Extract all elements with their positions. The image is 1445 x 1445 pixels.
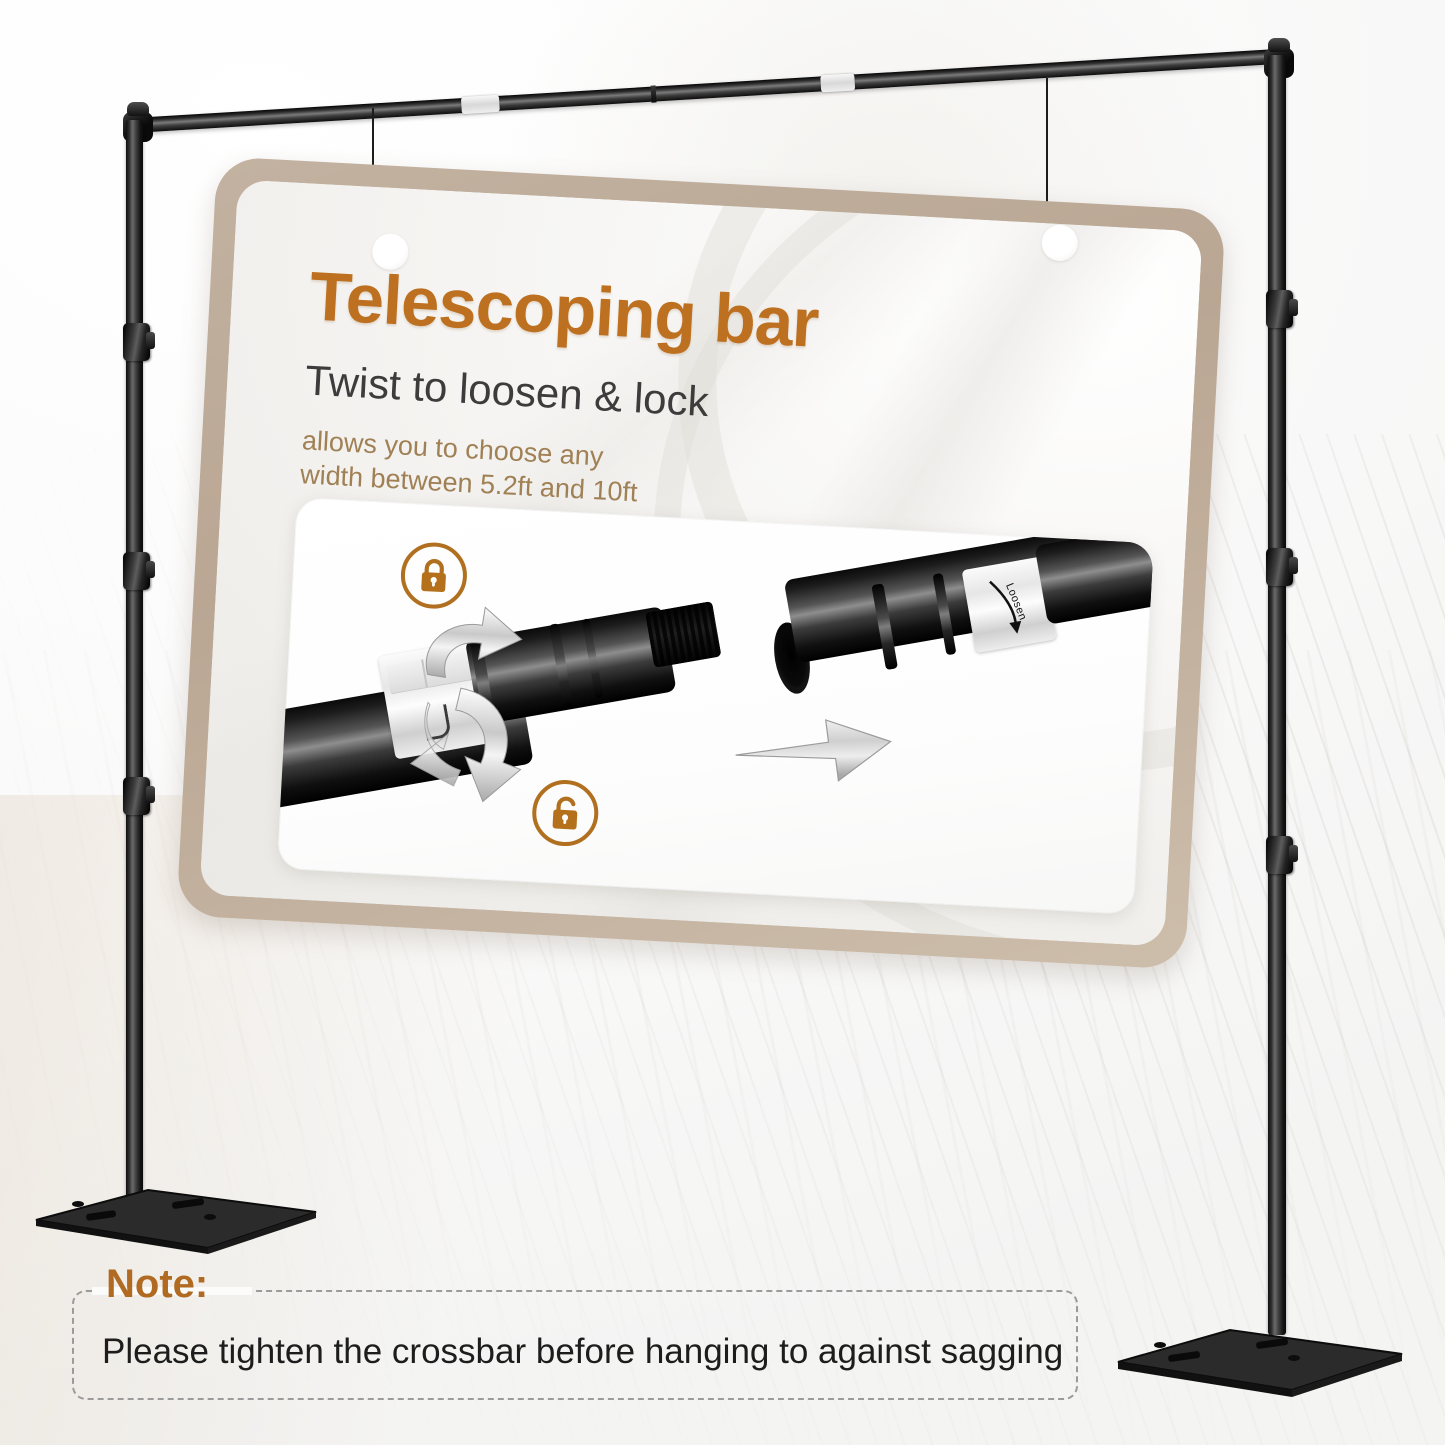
left-pole-knob-2 — [123, 552, 155, 590]
padlock-closed-glyph — [421, 559, 446, 593]
left-upright-pole — [126, 120, 143, 1215]
hanging-banner: Telescoping bar Twist to loosen & lock a… — [176, 156, 1226, 970]
twist-rotation-arrow — [409, 606, 523, 803]
threaded-tube-end — [644, 601, 722, 668]
corner-knob-right — [1268, 38, 1290, 52]
note-label: Note: — [106, 1262, 209, 1306]
crossbar-segment-seam — [650, 85, 657, 103]
note-label-gap — [92, 1287, 252, 1295]
corner-knob-left — [127, 102, 149, 116]
lock-closed-icon — [399, 540, 469, 611]
left-base-plate — [35, 1188, 317, 1254]
note-callout: Note: Please tighten the crossbar before… — [72, 1264, 1078, 1400]
slide-direction-arrow — [735, 719, 892, 782]
banner-subtitle: Twist to loosen & lock — [304, 356, 710, 426]
note-dashed-box — [72, 1290, 1078, 1400]
note-text: Please tighten the crossbar before hangi… — [102, 1332, 1064, 1371]
right-upright-pole — [1268, 55, 1286, 1335]
padlock-open-glyph — [552, 796, 578, 830]
lock-open-icon — [530, 778, 601, 848]
right-pole-knob-1 — [1266, 290, 1298, 328]
crossbar-collar-right — [820, 73, 856, 93]
left-pole-knob-3 — [123, 777, 155, 815]
banner-face: Telescoping bar Twist to loosen & lock a… — [199, 179, 1203, 947]
hanging-string-right — [1046, 78, 1048, 233]
crossbar-collar-left — [460, 94, 500, 115]
right-pole-knob-3 — [1266, 836, 1298, 874]
adjustment-collar-right: Loosen — [961, 556, 1057, 654]
right-base-plate — [1117, 1328, 1403, 1397]
product-detail-photo: Loosen — [276, 497, 1154, 915]
loosen-arrow-icon — [989, 580, 1022, 634]
left-pole-knob-1 — [123, 323, 155, 361]
right-pole-knob-2 — [1266, 548, 1298, 586]
banner-description: allows you to choose any width between 5… — [299, 425, 639, 508]
